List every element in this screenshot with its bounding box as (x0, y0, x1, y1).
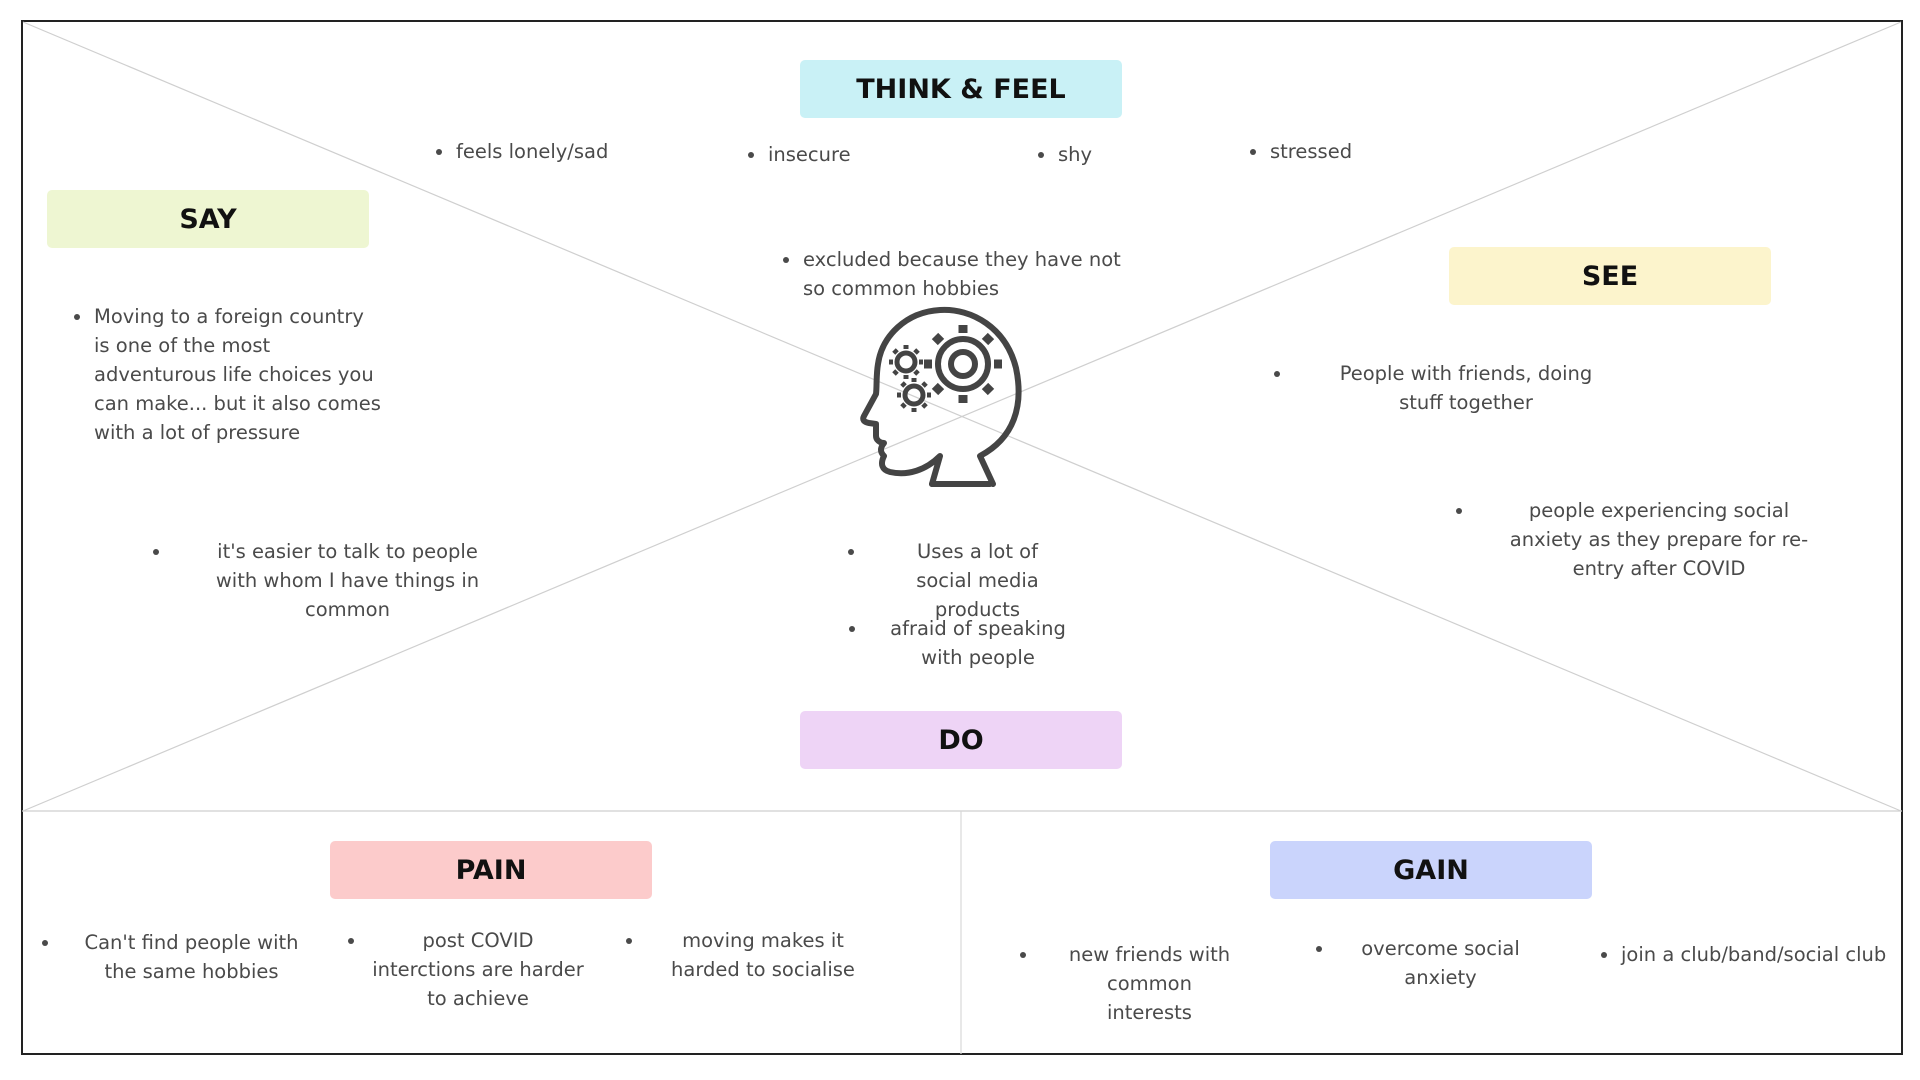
gain-note: new friends with common interests (1020, 940, 1237, 1027)
see-label: SEE (1449, 247, 1771, 305)
do-note: Uses a lot of social media products (848, 537, 1065, 624)
diagonal-line-up (22, 21, 1902, 812)
see-note: people experiencing social anxiety as th… (1456, 496, 1820, 583)
think-note: shy (1038, 140, 1138, 169)
pain-note: post COVID interctions are harder to ach… (348, 926, 588, 1013)
say-note: Moving to a foreign country is one of th… (74, 302, 384, 447)
think-note: feels lonely/sad (436, 137, 656, 166)
say-label: SAY (47, 190, 369, 248)
empathy-map-frame (21, 20, 1903, 1055)
see-note: People with friends, doing stuff togethe… (1274, 359, 1616, 417)
think-note: stressed (1250, 137, 1430, 166)
think-note: insecure (748, 140, 908, 169)
do-note: afraid of speaking with people (849, 614, 1087, 672)
do-label: DO (800, 711, 1122, 769)
gain-label: GAIN (1270, 841, 1592, 899)
pain-note: Can't find people with the same hobbies (42, 928, 299, 986)
think-note: excluded because they have not so common… (783, 245, 1143, 303)
say-note: it's easier to talk to people with whom … (153, 537, 500, 624)
gain-note: join a club/band/social club (1601, 940, 1896, 969)
head-with-gears-icon (860, 306, 1022, 487)
gain-note: overcome social anxiety (1316, 934, 1523, 992)
pain-label: PAIN (330, 841, 652, 899)
think-feel-label: THINK & FEEL (800, 60, 1122, 118)
pain-note: moving makes it harded to socialise (626, 926, 858, 984)
